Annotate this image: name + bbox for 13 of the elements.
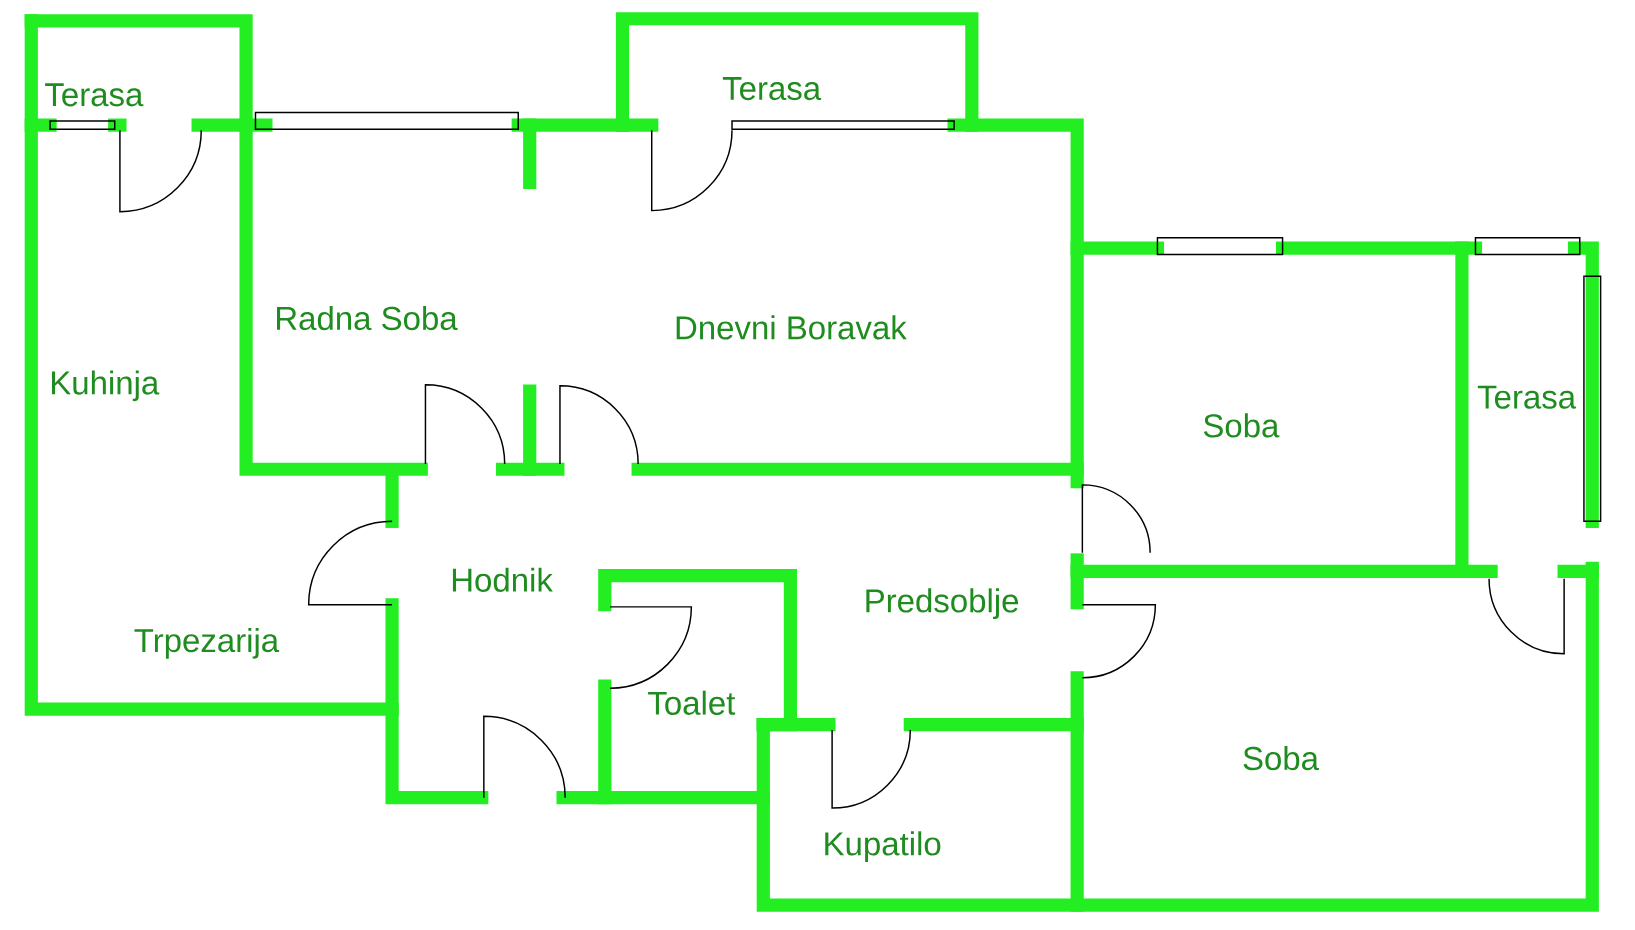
room-label: Terasa [45,83,144,107]
room-label: Predsoblje [866,588,1019,620]
room-label: Soba [1243,745,1319,771]
room-label: Toalet [648,690,736,715]
room-label: Dnevni Boravak [676,315,907,340]
room-label: Soba [1203,413,1280,438]
room-label: Terasa [1477,385,1577,409]
room-label: Trpezarija [134,627,280,659]
room-label: Radna Soba [277,305,458,331]
room-label: Kuhinja [51,370,160,402]
room-label: Kupatilo [825,831,941,862]
room-label: Hodnik [452,567,553,592]
room-label: Terasa [722,77,822,101]
